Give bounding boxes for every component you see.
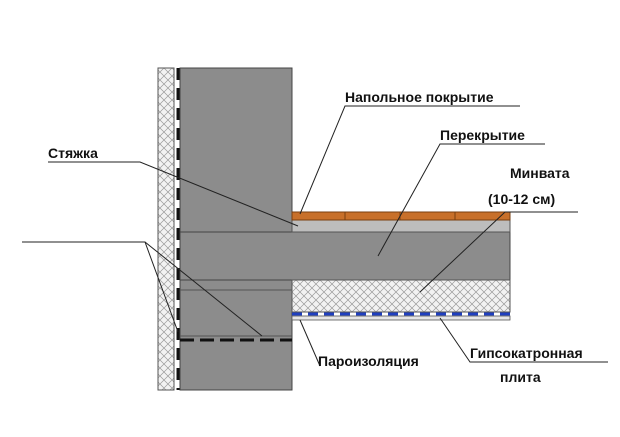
- mineral-wool-layer: [291, 279, 511, 313]
- leader-left-reference-b: [144, 241, 263, 337]
- leader-screed: [48, 161, 299, 227]
- label-floor-covering: Напольное покрытие: [345, 89, 494, 105]
- screed-layer: [291, 219, 511, 233]
- leader-gypsum-board: [439, 317, 608, 363]
- label-vapor-barrier: Пароизоляция: [318, 353, 419, 369]
- label-screed: Стяжка: [48, 145, 98, 161]
- label-mineral-wool-line1: Минвата: [510, 165, 570, 181]
- leader-left-reference: [22, 241, 179, 333]
- concrete-wall: [179, 67, 293, 391]
- leader-slab: [377, 143, 545, 257]
- wall-outer-insulation: [157, 67, 175, 391]
- gypsum-board-layer: [291, 315, 511, 321]
- label-slab: Перекрытие: [440, 127, 525, 143]
- label-gypsum-board-line2: плита: [500, 369, 541, 385]
- leader-floor-covering: [299, 105, 520, 215]
- leader-lines: [22, 105, 608, 367]
- label-mineral-wool-line2: (10-12 см): [488, 191, 556, 207]
- leader-vapor-barrier: [299, 319, 321, 367]
- label-gypsum-board-line1: Гипсокатронная: [470, 345, 583, 361]
- leader-mineral-wool: [419, 211, 578, 293]
- floor-covering-layer: [291, 211, 511, 221]
- concrete-slab: [179, 231, 511, 281]
